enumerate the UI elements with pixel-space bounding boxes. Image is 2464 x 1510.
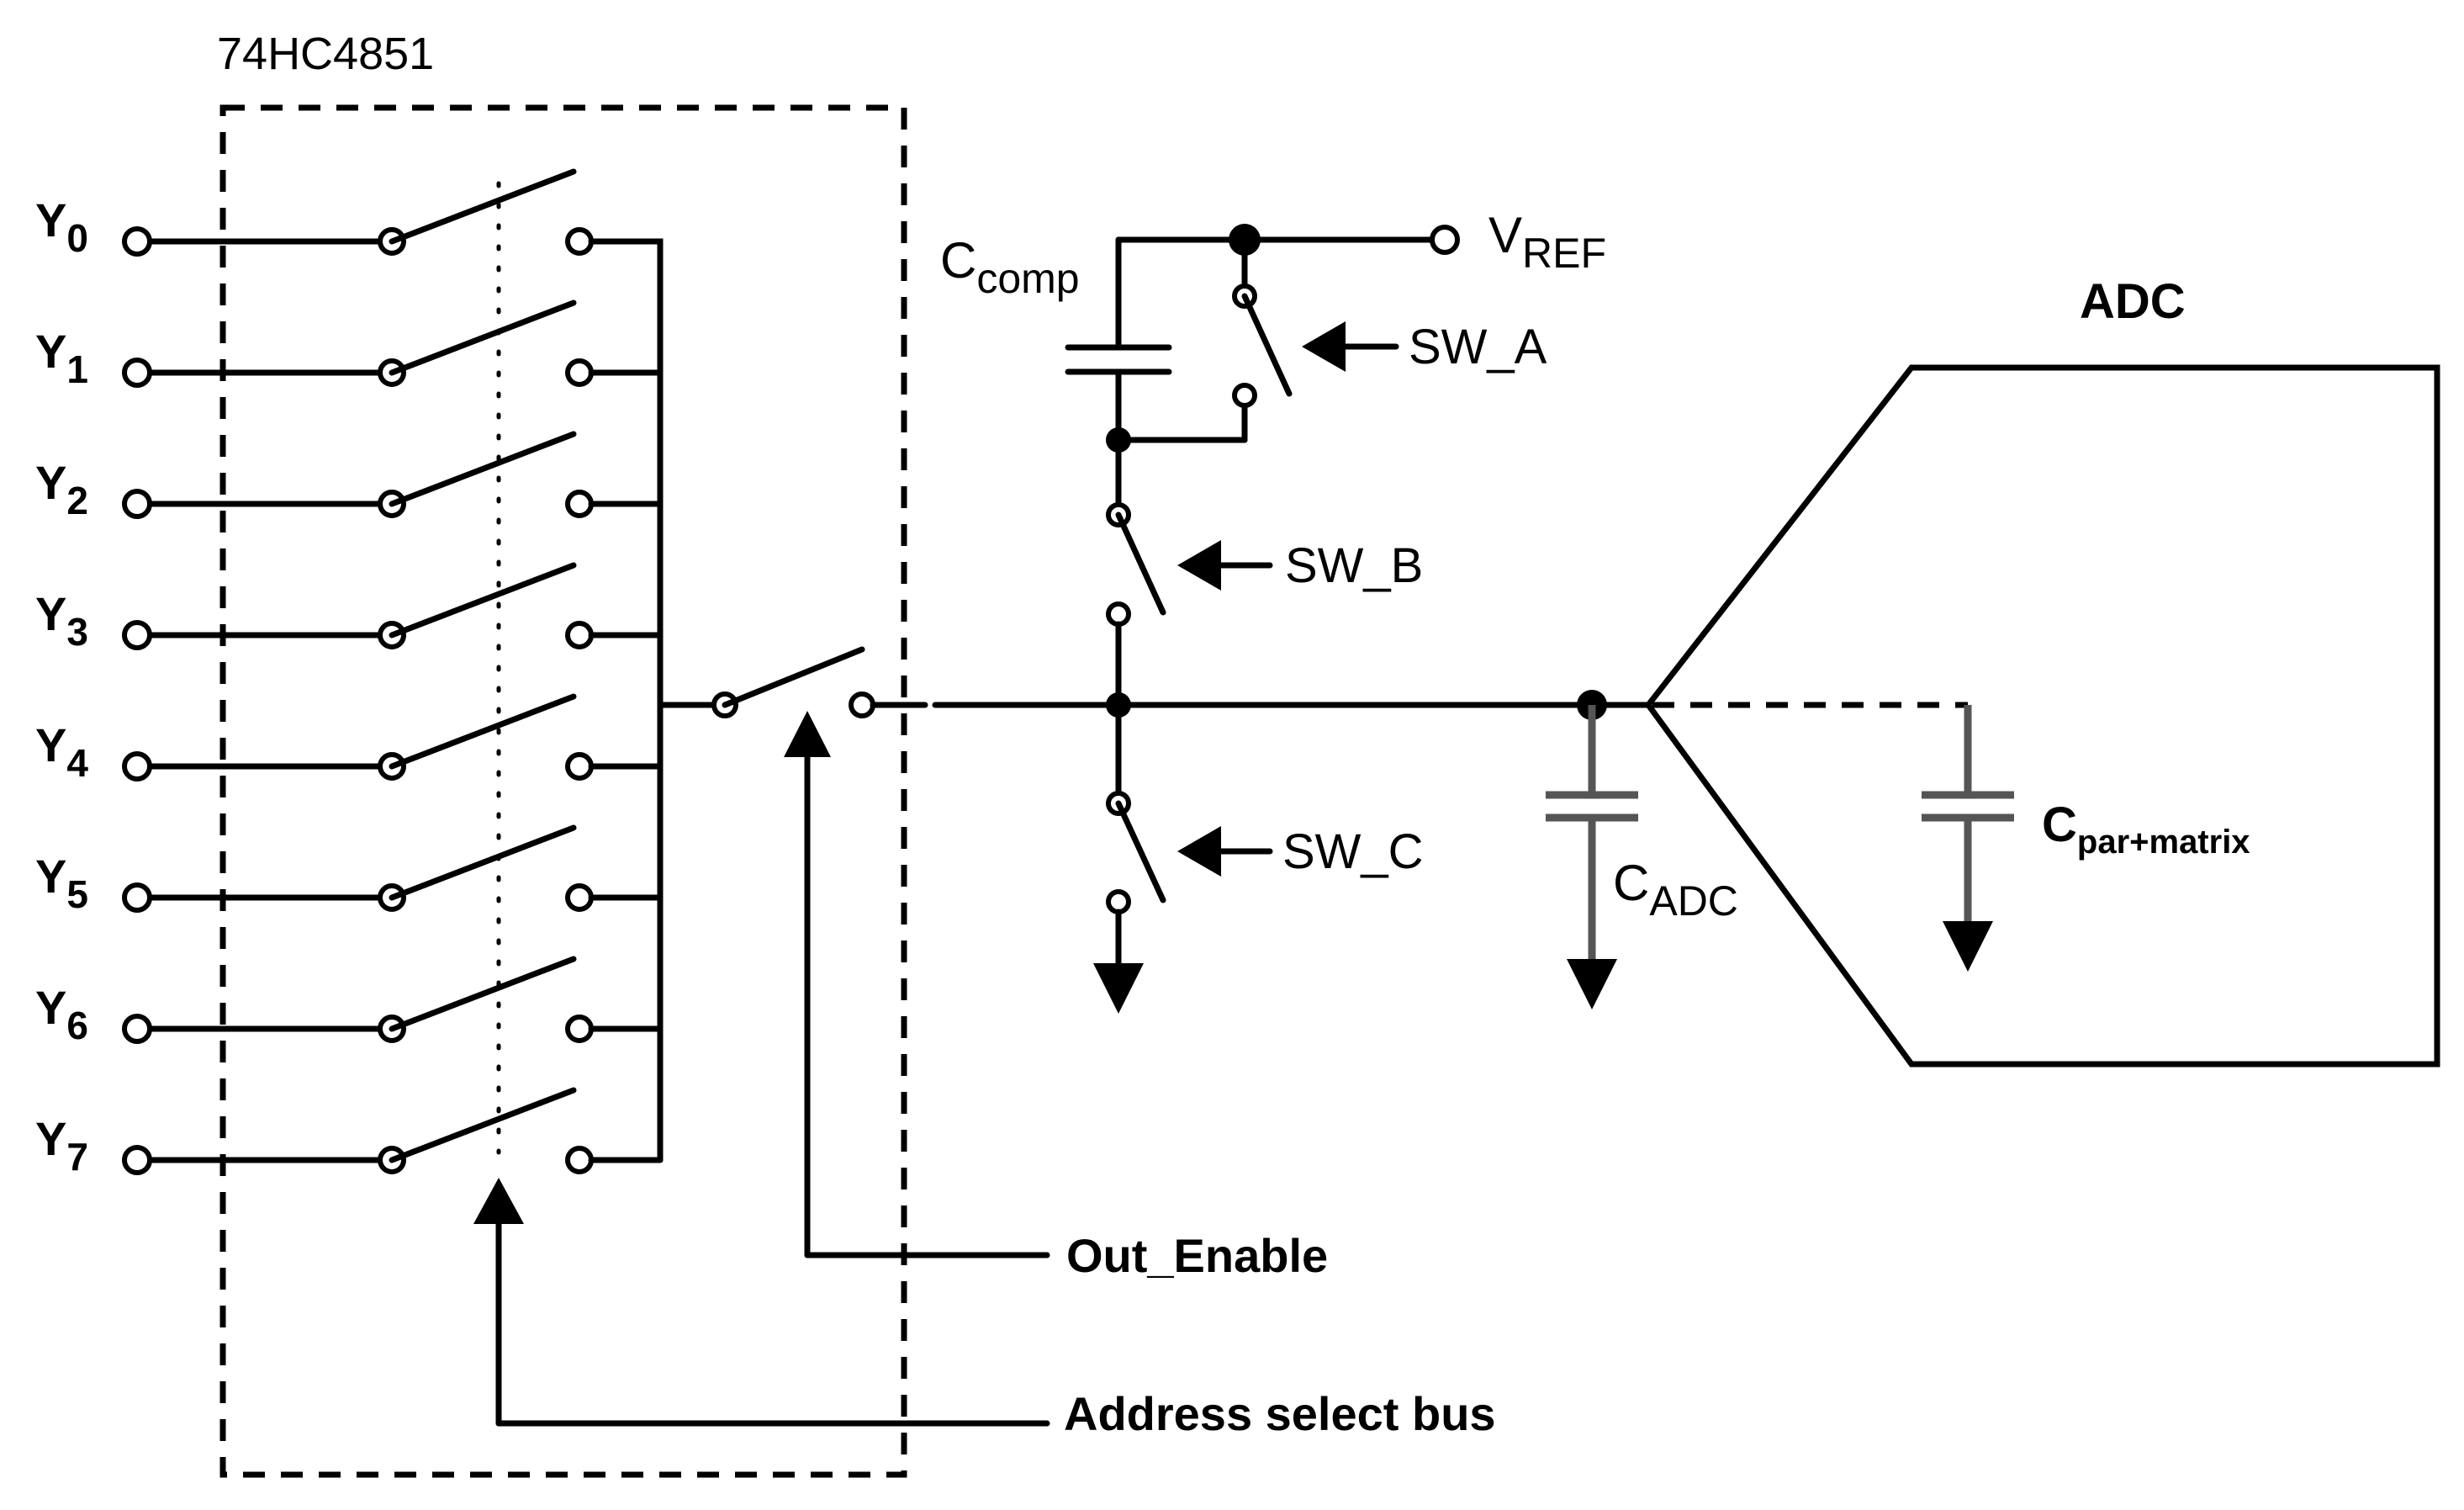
input-label: Y0 <box>35 193 88 260</box>
switch-blade <box>389 956 577 1032</box>
input-channel-y5: Y5 <box>35 824 664 916</box>
input-label-base: Y <box>35 193 66 246</box>
input-label: Y5 <box>35 850 88 916</box>
input-label-base: Y <box>35 325 66 378</box>
switch-blade <box>389 431 577 507</box>
cadc-label: CADC <box>1613 855 1738 925</box>
input-label-sub: 6 <box>66 1004 88 1047</box>
address-bus-label: Address select bus <box>1064 1387 1496 1440</box>
input-terminal <box>122 1145 152 1175</box>
ccomp-label: Ccomp <box>940 232 1080 302</box>
switch-blade <box>389 693 577 770</box>
input-channel-y7: Y7 <box>35 1087 664 1179</box>
sw-b-arrow <box>1177 540 1273 591</box>
sw-c-label: SW_C <box>1282 824 1424 879</box>
input-label: Y1 <box>35 325 88 391</box>
input-label-base: Y <box>35 981 66 1034</box>
input-label: Y2 <box>35 456 88 522</box>
sw-a-label: SW_A <box>1409 320 1547 374</box>
input-channel-y1: Y1 <box>35 299 664 391</box>
input-label: Y3 <box>35 587 88 654</box>
input-label-base: Y <box>35 718 66 771</box>
input-label-sub: 5 <box>66 872 88 916</box>
input-terminal <box>122 489 152 519</box>
input-label-base: Y <box>35 1112 66 1165</box>
switch-blade <box>389 168 577 245</box>
input-label-sub: 2 <box>66 479 88 522</box>
switch-blade <box>389 562 577 638</box>
input-channel-y3: Y3 <box>35 562 664 654</box>
input-terminal <box>122 226 152 257</box>
input-label-sub: 1 <box>66 347 88 391</box>
sw-a-arrow <box>1302 321 1399 372</box>
input-label: Y7 <box>35 1112 88 1179</box>
input-label-sub: 3 <box>66 610 88 654</box>
cadc-capacitor <box>1546 705 1638 1009</box>
input-channel-y4: Y4 <box>35 693 664 785</box>
adc-label: ADC <box>2080 274 2186 329</box>
input-label-sub: 7 <box>66 1135 88 1179</box>
input-label-sub: 4 <box>66 741 88 785</box>
sw-c-arrow <box>1177 826 1273 877</box>
cpar-capacitor <box>1652 702 2014 972</box>
chip-label: 74HC4851 <box>217 29 434 79</box>
input-terminal <box>122 620 152 650</box>
sw-a-switch <box>1232 236 1293 408</box>
input-channel-y2: Y2 <box>35 431 664 522</box>
sw-c-switch <box>1093 702 1166 1014</box>
input-label-base: Y <box>35 850 66 903</box>
input-terminal <box>122 358 152 388</box>
cpar-label: Cpar+matrix <box>2042 797 2250 861</box>
input-label-base: Y <box>35 587 66 640</box>
address-bus-line <box>473 1178 1050 1427</box>
input-label: Y4 <box>35 718 88 785</box>
out-enable-line <box>784 711 1050 1258</box>
enable-switch <box>711 646 928 718</box>
out-enable-label: Out_Enable <box>1066 1229 1328 1282</box>
input-label-sub: 0 <box>66 216 88 260</box>
input-label: Y6 <box>35 981 88 1047</box>
switch-blade <box>389 1087 577 1163</box>
chip-boundary <box>219 104 907 1478</box>
input-channel-y0: Y0 <box>35 168 664 260</box>
input-label-base: Y <box>35 456 66 509</box>
vref-label: VREF <box>1488 207 1606 277</box>
sw-b-switch <box>1106 437 1166 708</box>
input-channel-y6: Y6 <box>35 956 664 1047</box>
switch-blade <box>389 824 577 901</box>
adc-block <box>1644 364 2440 1068</box>
ccomp-capacitor <box>1065 236 1248 453</box>
input-terminal <box>122 882 152 913</box>
switch-blade <box>389 299 577 376</box>
input-terminal <box>122 751 152 781</box>
vref-node <box>1115 224 1460 256</box>
sw-b-label: SW_B <box>1285 538 1423 593</box>
input-terminal <box>122 1014 152 1044</box>
